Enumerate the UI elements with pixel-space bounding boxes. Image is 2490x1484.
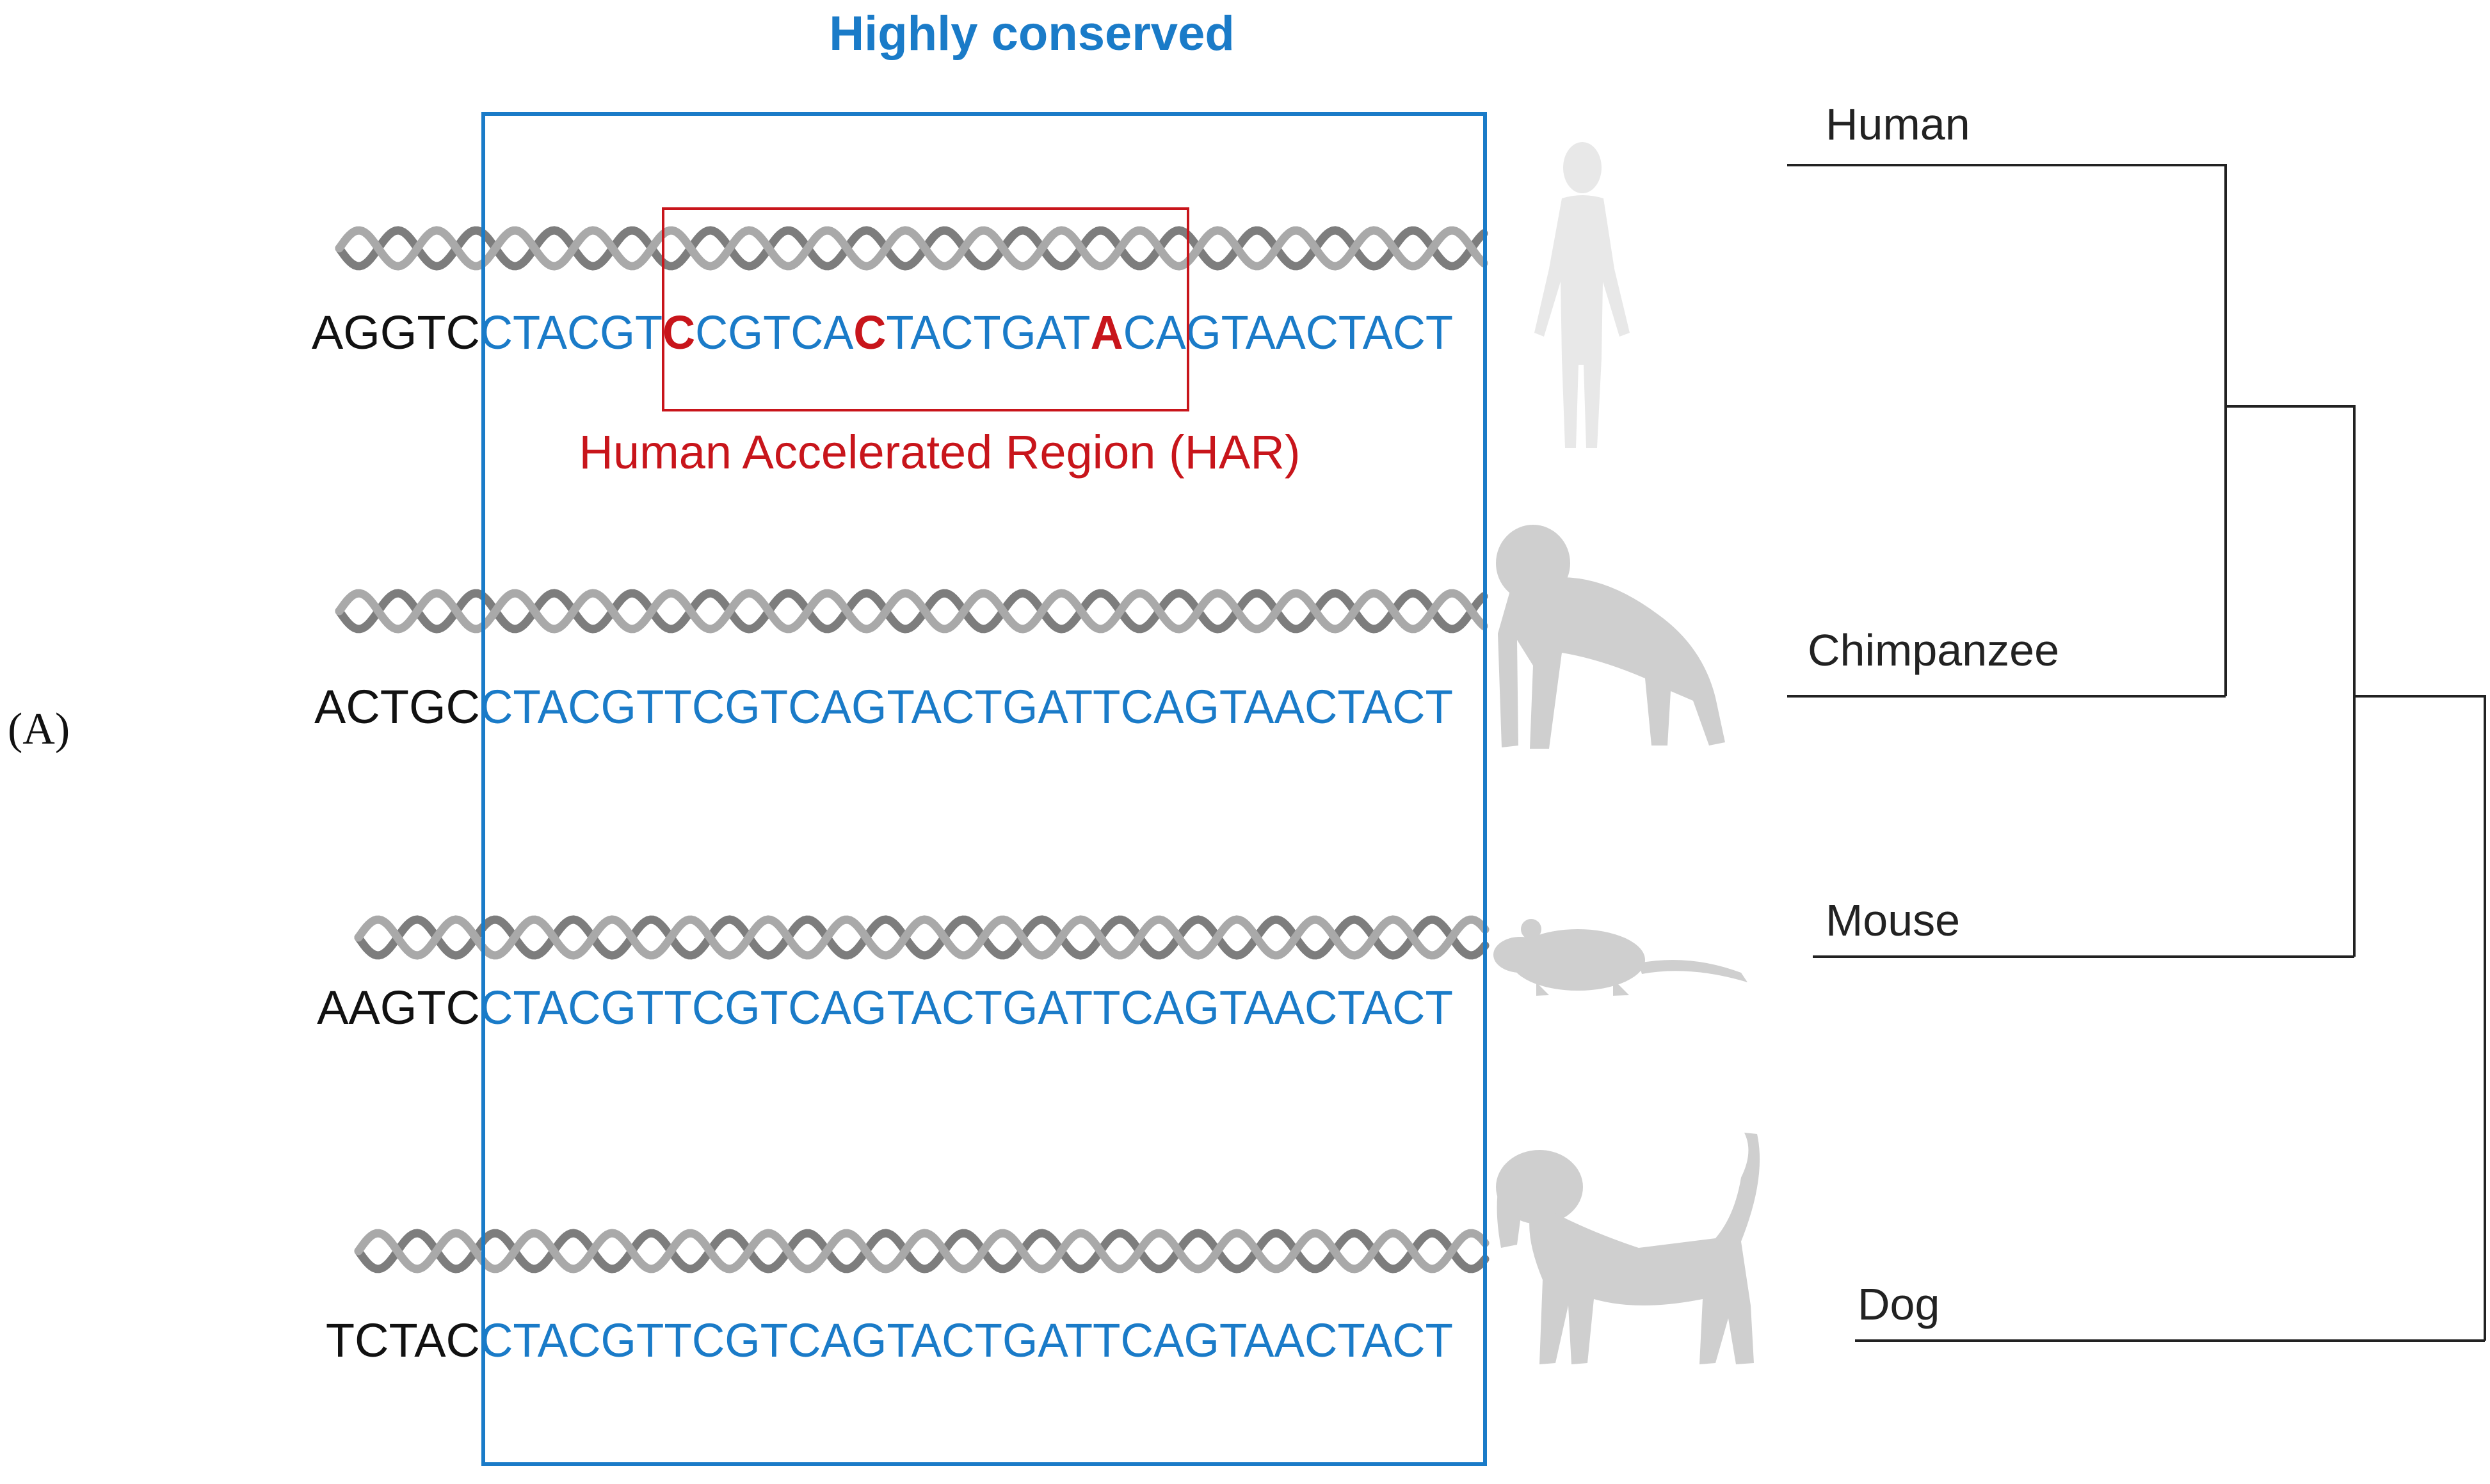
phylogenetic-tree <box>1787 164 2486 1342</box>
human-silhouette-icon <box>1534 142 1630 448</box>
conserved-sequence: CTACGTTCGTCAGTACTGATTCAGTAACTACT <box>480 981 1453 1034</box>
dna-helix <box>335 226 1488 271</box>
har-box <box>662 207 1189 411</box>
conserved-bases: CTACGTTCGTCAGTACTGATTCAGTAACTACT <box>480 1314 1453 1367</box>
conserved-sequence: CTACGTTCGTCAGTACTGATTCAGTAACTACT <box>480 680 1453 733</box>
flanking-sequence: AAGTC <box>317 981 480 1034</box>
dog-silhouette-icon <box>1496 1133 1760 1364</box>
conserved-bases: TACTGAT <box>886 306 1090 359</box>
tree-label-chimpanzee: Chimpanzee <box>1808 625 2059 675</box>
branch-euarchontoglires <box>2354 695 2486 1341</box>
conserved-sequence: CTACGTCCGTCACTACTGATACAGTAACTACT <box>480 306 1453 359</box>
species-silhouettes <box>1493 142 1760 1364</box>
conserved-bases: CTACGT <box>480 306 663 359</box>
chimpanzee-silhouette-icon <box>1496 525 1725 749</box>
har-mutation-base: A <box>1091 306 1123 359</box>
conserved-bases: CTACGTTCGTCAGTACTGATTCAGTAACTACT <box>480 680 1453 733</box>
tree-label-mouse: Mouse <box>1826 895 1960 945</box>
conserved-bases: CAGTAACTACT <box>1123 306 1453 359</box>
flanking-sequence: TCTAC <box>326 1314 480 1367</box>
branch-primates <box>2226 405 2356 957</box>
conserved-bases: CGTCA <box>695 306 854 359</box>
flanking-sequence: ACTGC <box>314 680 480 733</box>
branch-human <box>1787 164 2227 696</box>
dna-helices <box>335 226 1490 1273</box>
dna-helix <box>335 589 1488 634</box>
conserved-region-box <box>481 112 1487 1466</box>
dna-helix <box>354 1229 1490 1273</box>
har-mutation-base: C <box>853 306 886 359</box>
mouse-silhouette-icon <box>1493 919 1747 996</box>
dna-helix <box>354 915 1490 960</box>
panel-label: (A) <box>8 705 70 754</box>
tree-label-dog: Dog <box>1858 1279 1940 1329</box>
conserved-title: Highly conserved <box>829 6 1235 61</box>
tree-label-human: Human <box>1826 99 1970 149</box>
har-label: Human Accelerated Region (HAR) <box>579 426 1301 479</box>
conserved-sequence: CTACGTTCGTCAGTACTGATTCAGTAACTACT <box>480 1314 1453 1367</box>
flanking-sequence: AGGTC <box>312 306 480 359</box>
har-mutation-base: C <box>663 306 695 359</box>
conserved-bases: CTACGTTCGTCAGTACTGATTCAGTAACTACT <box>480 981 1453 1034</box>
